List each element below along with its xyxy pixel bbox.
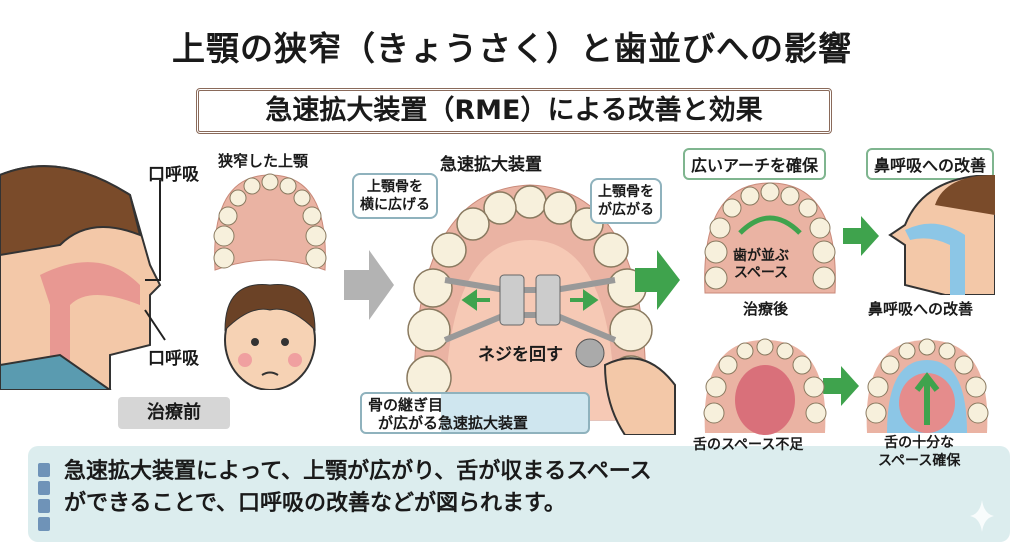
wide-arch-illustration bbox=[704, 182, 836, 294]
rme-bottom-tag: 骨の継ぎ目が広がる急速拡大装置 bbox=[360, 392, 590, 434]
wide-arch-box: 広いアーチを確保 bbox=[683, 148, 827, 180]
nasal-breathing-box: 鼻呼吸への改善 bbox=[866, 148, 995, 180]
tongue-enough-illustration bbox=[865, 338, 989, 433]
before-treatment-tag: 治療前 bbox=[118, 397, 230, 429]
arch-space-label: 歯が並ぶスペース bbox=[733, 248, 789, 281]
arrow-icon bbox=[38, 481, 50, 495]
child-face-illustration bbox=[224, 284, 316, 390]
mouth-breathing-label-top: 口呼吸 bbox=[148, 165, 199, 185]
tooth-icon bbox=[38, 463, 50, 477]
summary-panel bbox=[28, 446, 1010, 542]
narrow-arch-illustration bbox=[213, 173, 327, 271]
tongue-lack-illustration bbox=[703, 338, 827, 435]
check-icon bbox=[38, 499, 50, 513]
after-treatment-label: 治療後 bbox=[743, 300, 789, 318]
child-profile-illustration bbox=[0, 165, 162, 390]
arrow-right-gray-icon bbox=[344, 250, 394, 320]
mouth-breathing-label-bottom: 口呼吸 bbox=[148, 349, 199, 369]
tooth-icon bbox=[38, 517, 50, 531]
device-heading: 急速拡大装置 bbox=[440, 155, 542, 175]
subtitle: 急速拡大装置（RME）による改善と効果 bbox=[196, 88, 832, 134]
page-title: 上顎の狭窄（きょうさく）と歯並びへの影響 bbox=[172, 29, 852, 68]
arrow-right-green-icon bbox=[635, 250, 680, 310]
arrow-right-green-icon bbox=[823, 366, 859, 406]
turn-screw-label: ネジを回す bbox=[478, 345, 563, 365]
bubble-maxilla-widens: 上顎骨をが広がる bbox=[590, 178, 662, 224]
narrow-jaw-label: 狭窄した上顎 bbox=[218, 152, 309, 170]
sparkle-icon bbox=[970, 500, 994, 532]
tongue-lack-label: 舌のスペース不足 bbox=[693, 437, 804, 453]
hand-key-illustration bbox=[575, 338, 676, 435]
arrow-right-green-icon bbox=[843, 216, 879, 256]
bubble-expand-sideways: 上顎骨を横に広げる bbox=[352, 173, 438, 219]
tongue-enough-label: 舌の十分なスペース確保 bbox=[878, 435, 961, 469]
nasal-breathing-label: 鼻呼吸への改善 bbox=[868, 300, 974, 318]
bracket-lines bbox=[144, 180, 166, 341]
summary-text: 急速拡大装置によって、上顎が広がり、舌が収まるスペースができることで、口呼吸の改… bbox=[64, 459, 652, 516]
nasal-breathing-profile-illustration bbox=[888, 175, 995, 295]
